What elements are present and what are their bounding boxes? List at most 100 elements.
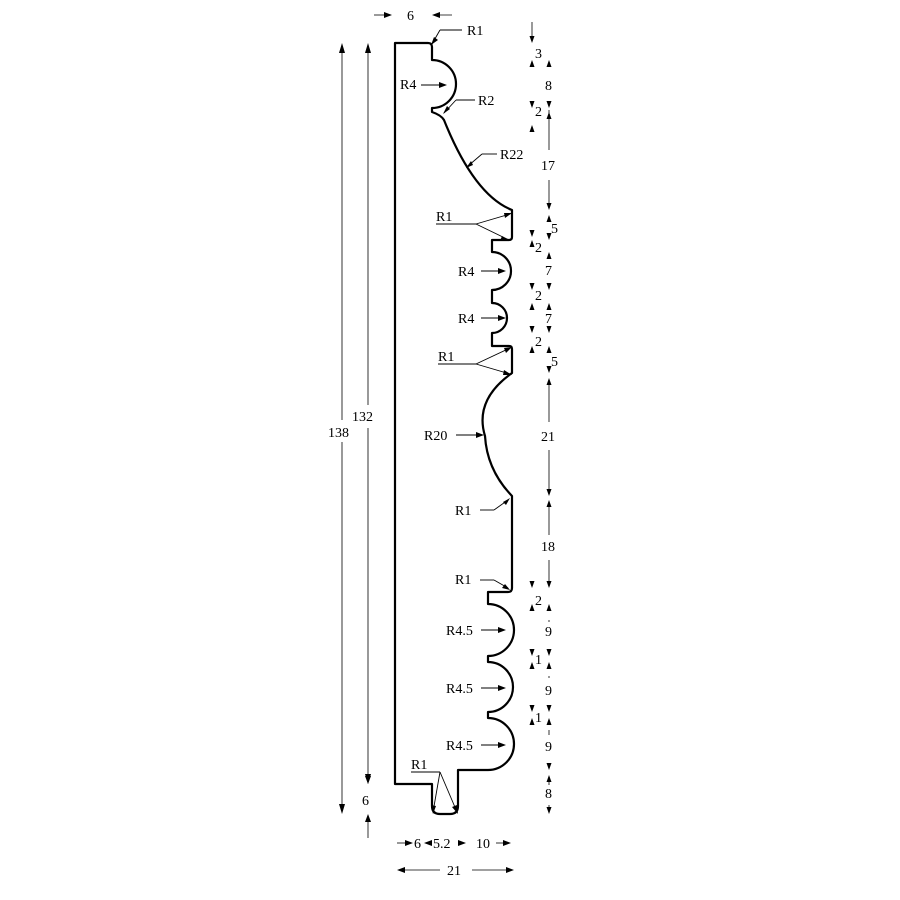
right-dim-arrow-34: [546, 662, 552, 669]
right-dim-a-3: 2: [535, 289, 542, 304]
bottom-left-arrow: [405, 840, 413, 846]
right-dim-a-0: 3: [535, 47, 542, 62]
right-dim-arrow-2: [529, 101, 535, 108]
right-dim-arrow-7: [529, 303, 535, 310]
right-dim-a-4: 2: [535, 335, 542, 350]
right-dim-a-2: 2: [535, 241, 542, 256]
height-total-arrow-bottom: [339, 804, 345, 814]
right-dim-b-1: 17: [541, 159, 555, 174]
arrow-fillet-a-up: [504, 213, 512, 218]
top-width-arrow-left: [384, 12, 392, 18]
right-dim-arrow-11: [529, 604, 535, 611]
right-dim-arrow-8: [529, 326, 535, 333]
arrow-large-cove: [466, 161, 473, 168]
right-dim-b-0: 8: [545, 79, 552, 94]
arrow-top-fillet: [443, 106, 450, 114]
right-dim-arrow-20: [546, 215, 552, 222]
right-dim-arrow-15: [529, 718, 535, 725]
right-dim-b-6: 21: [541, 430, 555, 445]
profile-outline: [393, 41, 516, 816]
right-dim-arrow-16: [546, 60, 552, 67]
arrow-fillet-b-up: [504, 347, 512, 353]
bottom-total-arrow-left: [397, 867, 405, 873]
radius-large-cove: R22: [500, 148, 523, 163]
top-width-arrow-right: [432, 12, 440, 18]
right-dim-arrow-4: [529, 230, 535, 237]
leader-fillet-a-up: [475, 213, 511, 225]
right-dim-arrow-10: [529, 581, 535, 588]
radius-top-fillet: R2: [478, 94, 494, 109]
right-dim-b-9: 9: [545, 684, 552, 699]
right-dimension-chain: [529, 36, 552, 814]
arrow-convex-arc: [476, 432, 484, 438]
height-main-label: 132: [352, 410, 373, 425]
leader-fillet-b-up: [475, 347, 511, 365]
radius-top-corner: R1: [467, 24, 483, 39]
right-dim-b-10: 9: [545, 740, 552, 755]
radius-convex-arc: R20: [424, 429, 447, 444]
right-dim-arrow-19: [546, 203, 552, 210]
right-dim-arrow-9: [529, 346, 535, 353]
right-dim-arrow-35: [546, 705, 552, 712]
radius-bead-2: R4: [458, 312, 474, 327]
arrow-fillet-d: [502, 584, 510, 590]
radius-bead-3: R4.5: [446, 624, 473, 639]
right-dim-arrow-1: [529, 60, 535, 67]
bottom-mid-arrow-left: [424, 840, 432, 846]
height-total-label: 138: [328, 426, 349, 441]
arrow-top-bead: [439, 82, 447, 88]
radius-fillet-a: R1: [436, 210, 452, 225]
right-dim-arrow-12: [529, 649, 535, 656]
radius-top-bead: R4: [400, 78, 416, 93]
bottom-right-arrow: [503, 840, 511, 846]
radius-tongue-fillet: R1: [411, 758, 427, 773]
right-dim-arrow-0: [529, 36, 535, 43]
bottom-total-arrow-right: [506, 867, 514, 873]
right-dim-arrow-37: [546, 763, 552, 770]
right-dim-b-5: 5: [551, 355, 558, 370]
right-dim-arrow-3: [529, 125, 535, 132]
bottom-step-arrow-bottom: [365, 814, 371, 822]
arrow-tongue-right: [452, 805, 458, 814]
right-dim-arrow-23: [546, 283, 552, 290]
right-dim-b-3: 7: [545, 264, 552, 279]
right-dim-arrow-6: [529, 283, 535, 290]
right-dim-arrow-17: [546, 101, 552, 108]
right-dim-arrow-27: [546, 366, 552, 373]
bottom-width-right-label: 10: [476, 837, 490, 852]
arrow-bead-5: [498, 742, 506, 748]
arrow-fillet-b-down: [503, 370, 512, 375]
arrow-tongue-left: [431, 805, 436, 814]
arrow-top-corner: [431, 37, 438, 45]
right-dim-a-6: 1: [535, 653, 542, 668]
right-dim-a-5: 2: [535, 594, 542, 609]
right-dim-arrow-32: [546, 604, 552, 611]
right-dim-arrow-25: [546, 326, 552, 333]
height-total-arrow-top: [339, 43, 345, 53]
right-dim-arrow-21: [546, 233, 552, 240]
radius-fillet-b: R1: [438, 350, 454, 365]
bottom-step-arrow-top: [365, 776, 371, 784]
leader-tongue-left: [432, 771, 441, 813]
right-dim-arrow-33: [546, 649, 552, 656]
right-dim-b-8: 9: [545, 625, 552, 640]
right-dim-b-11: 8: [545, 787, 552, 802]
bottom-width-middle-label: 5.2: [433, 837, 451, 852]
radius-bead-1: R4: [458, 265, 474, 280]
right-dim-b-7: 18: [541, 540, 555, 555]
right-dim-arrow-22: [546, 252, 552, 259]
right-dim-arrow-29: [546, 489, 552, 496]
right-dim-b-4: 7: [545, 312, 552, 327]
top-width-label: 6: [407, 9, 414, 24]
bottom-width-left-label: 6: [414, 837, 421, 852]
arrow-fillet-a-down: [500, 236, 510, 241]
right-dim-a-7: 1: [535, 711, 542, 726]
right-dim-arrow-24: [546, 303, 552, 310]
arrow-bead-1: [498, 268, 506, 274]
bottom-width-total-label: 21: [447, 864, 461, 879]
right-dim-a-1: 2: [535, 105, 542, 120]
bottom-mid-arrow-right: [458, 840, 466, 846]
right-dim-arrow-26: [546, 346, 552, 353]
arrow-bead-4: [498, 685, 506, 691]
